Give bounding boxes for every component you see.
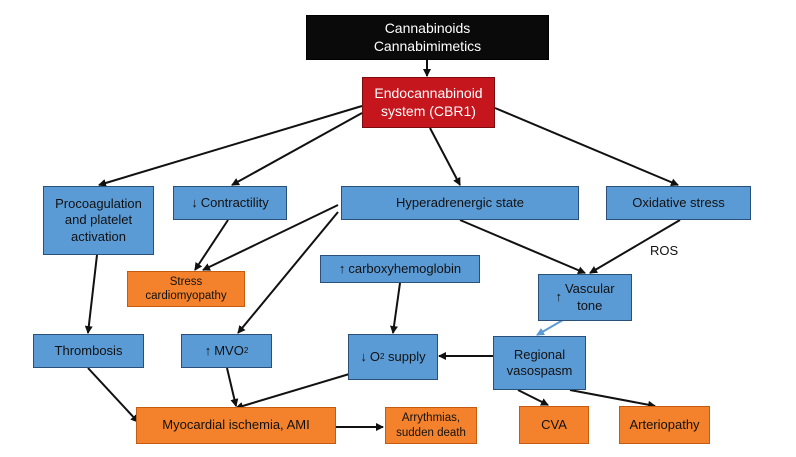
edge-ecs-contractility [231, 112, 363, 186]
edge-carboxy-o2 [390, 282, 401, 334]
up-arrow-icon: ↑ [204, 342, 212, 358]
edge-ecs-hyperadrenergic [429, 127, 461, 186]
node-carboxyhemoglobin: ↑ carboxyhemoglobin [320, 255, 480, 283]
node-regional-vasospasm: Regional vasospasm [493, 336, 586, 390]
node-arrythmias: Arrythmias, sudden death [385, 407, 477, 444]
edge-vascular-regional [536, 319, 564, 336]
down-arrow-icon: ↓ [360, 348, 367, 364]
node-cva: CVA [519, 406, 589, 444]
edge-hyper-stress [202, 204, 339, 271]
supply-label: supply [384, 348, 426, 364]
edge-procoag-thrombosis [84, 254, 98, 334]
node-vascular-tone: ↑ Vascular tone [538, 274, 632, 321]
node-stress-cardiomyopathy: Stress cardiomyopathy [127, 271, 245, 307]
label-ros: ROS [650, 243, 679, 258]
contractility-label: Contractility [200, 194, 269, 210]
edge-thrombosis-ischemia [87, 367, 139, 423]
node-arteriopathy: Arteriopathy [619, 406, 710, 444]
node-cannabinoids: Cannabinoids Cannabimimetics [306, 15, 549, 60]
node-endocannabinoid-system: Endocannabinoid system (CBR1) [362, 77, 495, 128]
node-myocardial-ischemia: Myocardial ischemia, AMI [136, 407, 336, 444]
down-arrow-icon: ↓ [191, 194, 198, 210]
o2-subscript: 2 [379, 352, 385, 361]
node-procoagulation: Procoagulation and platelet activation [43, 186, 154, 255]
o2-label: O [369, 348, 380, 364]
node-contractility: ↓ Contractility [173, 186, 287, 220]
edge-regional-arteriopathy [569, 389, 656, 409]
node-oxidative-stress: Oxidative stress [606, 186, 751, 220]
vascular-tone-label: Vascular tone [564, 281, 615, 313]
up-arrow-icon: ↑ [338, 260, 346, 276]
mvo2-subscript: 2 [243, 346, 249, 355]
edge-oxidative-vascular [589, 219, 681, 274]
edge-hyper-vascular [459, 219, 586, 274]
edge-ecs-oxidative [494, 107, 679, 186]
node-thrombosis: Thrombosis [33, 334, 144, 368]
edge-ecs-procoag [98, 105, 363, 187]
edge-contractility-stress [194, 219, 229, 271]
edge-regional-cva [517, 389, 549, 406]
edge-o2-ischemia [235, 371, 357, 410]
carboxyhemoglobin-label: carboxyhemoglobin [348, 260, 462, 276]
mvo2-label: MVO [214, 342, 244, 358]
edge-mvo2-ischemia [226, 367, 239, 407]
edge-hyper-mvo2 [237, 211, 339, 334]
up-arrow-icon: ↑ [555, 289, 562, 305]
node-hyperadrenergic-state: Hyperadrenergic state [341, 186, 579, 220]
